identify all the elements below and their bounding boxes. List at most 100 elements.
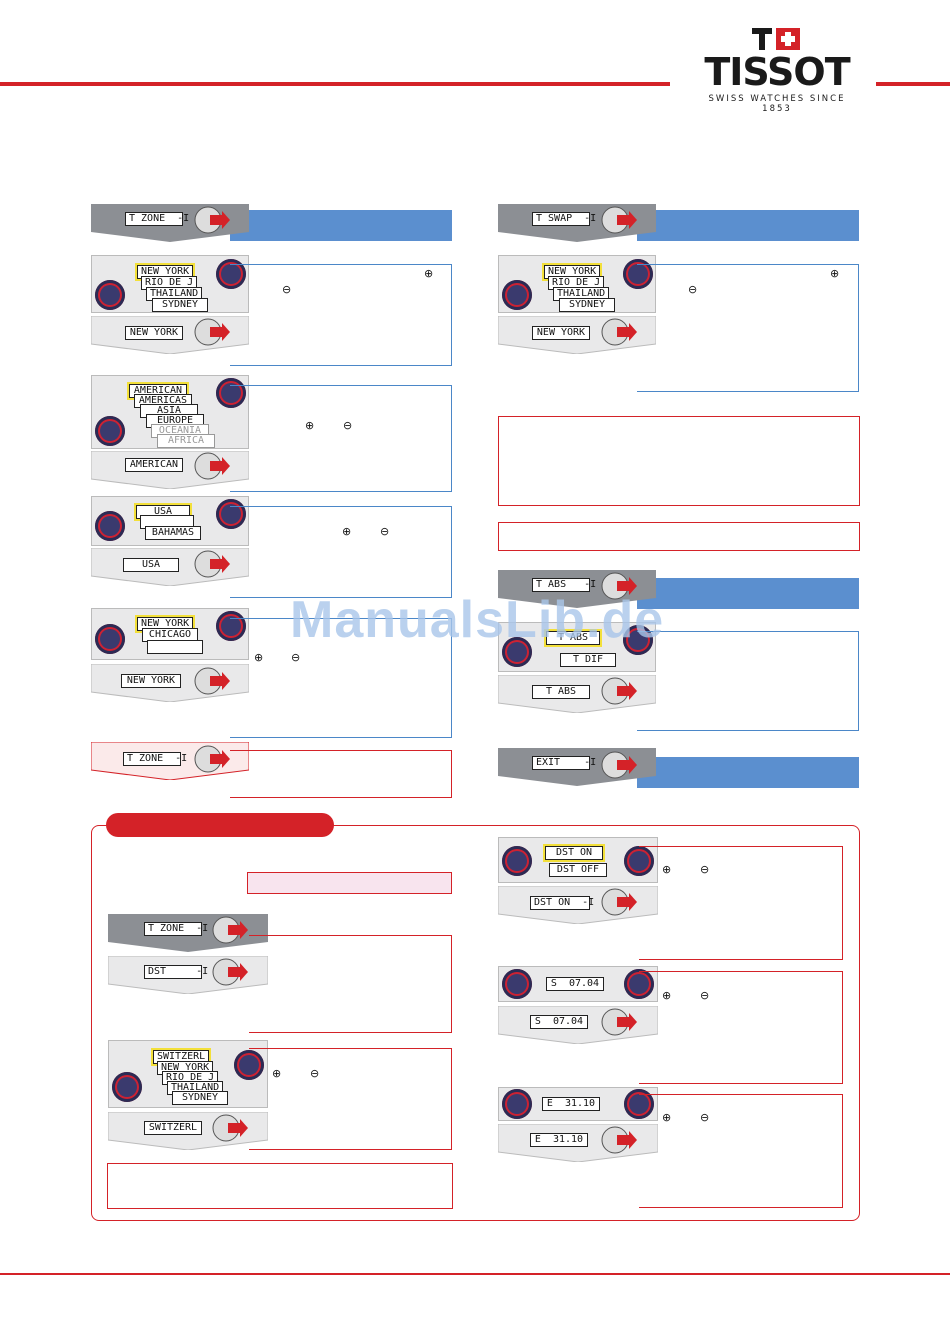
- right-knob-icon: [216, 611, 246, 641]
- left-knob-icon: [95, 416, 125, 446]
- plus-icon: ⊕: [662, 1111, 672, 1124]
- plus-icon: ⊕: [424, 267, 434, 280]
- city-option-4[interactable]: SYDNEY: [152, 298, 208, 312]
- right-knob-icon: [234, 1050, 264, 1080]
- hand-press-icon: [194, 452, 230, 480]
- dst-pink-note: [247, 872, 452, 894]
- left-knob-icon: [95, 624, 125, 654]
- hand-press-icon: [601, 206, 637, 234]
- hand-press-icon: [194, 550, 230, 578]
- tabs-option-1[interactable]: T ABS: [544, 629, 602, 647]
- plus-icon: ⊕: [305, 419, 315, 432]
- hand-press-icon: [601, 1126, 637, 1154]
- tswap-header-bar: [637, 210, 859, 241]
- swap-city-option-4[interactable]: SYDNEY: [559, 298, 615, 312]
- country-option-3[interactable]: BAHAMAS: [145, 526, 201, 540]
- tabs-info-box: [637, 631, 859, 731]
- minus-icon: ⊖: [291, 651, 301, 664]
- dst-end-option-lcd[interactable]: E 31.10: [542, 1097, 600, 1111]
- tabs-option-2[interactable]: T DIF: [560, 653, 616, 667]
- dst-start-option-lcd[interactable]: S 07.04: [546, 977, 604, 991]
- hand-press-icon: [212, 916, 248, 944]
- brand-tagline: SWISS WATCHES SINCE 1853: [708, 94, 846, 114]
- dst-tzone-lcd: T ZONE -I: [144, 922, 208, 936]
- dst-onoff-option-1[interactable]: DST ON: [543, 844, 605, 862]
- hand-press-icon: [601, 751, 637, 779]
- country-info-box: [230, 506, 452, 598]
- hand-press-icon: [601, 677, 637, 705]
- tissot-logo: TISSOT SWISS WATCHES SINCE 1853: [692, 26, 862, 114]
- header-rule-right: [876, 82, 950, 86]
- usa-city-result-lcd: NEW YORK: [121, 674, 181, 688]
- right-knob-icon: [624, 846, 654, 876]
- swap-note-box: [498, 416, 860, 506]
- usa-city-option-3[interactable]: [147, 640, 203, 654]
- right-knob-icon: [623, 625, 653, 655]
- left-knob-icon: [502, 637, 532, 667]
- tabs-header-bar: [637, 578, 859, 609]
- dst-footnote-box: [107, 1163, 453, 1209]
- dst-end-result-lcd: E 31.10: [530, 1133, 588, 1147]
- hand-press-icon: [601, 572, 637, 600]
- right-knob-icon: [624, 969, 654, 999]
- minus-icon: ⊖: [310, 1067, 320, 1080]
- left-knob-icon: [502, 280, 532, 310]
- plus-icon: ⊕: [342, 525, 352, 538]
- tabs-lcd: T ABS -I: [532, 578, 596, 592]
- dst-start-info-box: [639, 971, 843, 1084]
- minus-icon: ⊖: [380, 525, 390, 538]
- tswap-lcd: T SWAP -I: [532, 212, 596, 226]
- plus-icon: ⊕: [254, 651, 264, 664]
- minus-icon: ⊖: [700, 863, 710, 876]
- tzone-end-lcd: T ZONE -I: [123, 752, 187, 766]
- minus-icon: ⊖: [343, 419, 353, 432]
- swap-city-result-lcd: NEW YORK: [532, 326, 590, 340]
- plus-icon: ⊕: [662, 989, 672, 1002]
- swap-city-info-box: [637, 264, 859, 392]
- right-knob-icon: [216, 378, 246, 408]
- continent-info-box: [230, 385, 452, 492]
- minus-icon: ⊖: [700, 989, 710, 1002]
- dst-end-info-box: [639, 1094, 843, 1208]
- left-knob-icon: [112, 1072, 142, 1102]
- dst-onoff-info-box: [639, 846, 843, 960]
- hand-press-icon: [601, 318, 637, 346]
- dst-info-box: [249, 935, 452, 1033]
- dst-section-tab: [106, 813, 334, 837]
- tabs-result-lcd: T ABS: [532, 685, 590, 699]
- brand-name: TISSOT: [704, 50, 850, 94]
- tzone-end-note-box: [230, 750, 452, 798]
- hand-press-icon: [212, 1114, 248, 1142]
- continent-result-lcd: AMERICAN: [125, 458, 183, 472]
- watermark: ManualsLib.de: [290, 591, 665, 649]
- city-result-lcd: NEW YORK: [125, 326, 183, 340]
- hand-press-icon: [194, 206, 230, 234]
- exit-header-bar: [637, 757, 859, 788]
- exit-lcd: EXIT -I: [532, 756, 596, 770]
- hand-press-icon: [194, 745, 230, 773]
- left-knob-icon: [95, 280, 125, 310]
- footer-rule: [0, 1273, 950, 1275]
- dst-country-option-5[interactable]: SYDNEY: [172, 1091, 228, 1105]
- dst-start-result-lcd: S 07.04: [530, 1015, 588, 1029]
- swap-note-box-small: [498, 522, 860, 551]
- tzone-lcd: T ZONE -I: [125, 212, 189, 226]
- usa-city-option-1[interactable]: NEW YORK: [135, 615, 195, 633]
- hand-press-icon: [194, 318, 230, 346]
- continent-option-6[interactable]: AFRICA: [157, 434, 215, 448]
- dst-onoff-option-2[interactable]: DST OFF: [549, 863, 607, 877]
- tissot-cross-logo-icon: [752, 28, 800, 50]
- plus-icon: ⊕: [272, 1067, 282, 1080]
- city-info-box: [230, 264, 452, 366]
- hand-press-icon: [601, 1008, 637, 1036]
- left-knob-icon: [95, 511, 125, 541]
- dst-lcd: DST -I: [144, 965, 208, 979]
- usa-city-info-box: [230, 618, 452, 738]
- city-option-2[interactable]: RIO DE J: [141, 276, 197, 290]
- minus-icon: ⊖: [688, 283, 698, 296]
- plus-icon: ⊕: [830, 267, 840, 280]
- hand-press-icon: [212, 958, 248, 986]
- minus-icon: ⊖: [282, 283, 292, 296]
- left-knob-icon: [502, 1089, 532, 1119]
- country-result-lcd: USA: [123, 558, 179, 572]
